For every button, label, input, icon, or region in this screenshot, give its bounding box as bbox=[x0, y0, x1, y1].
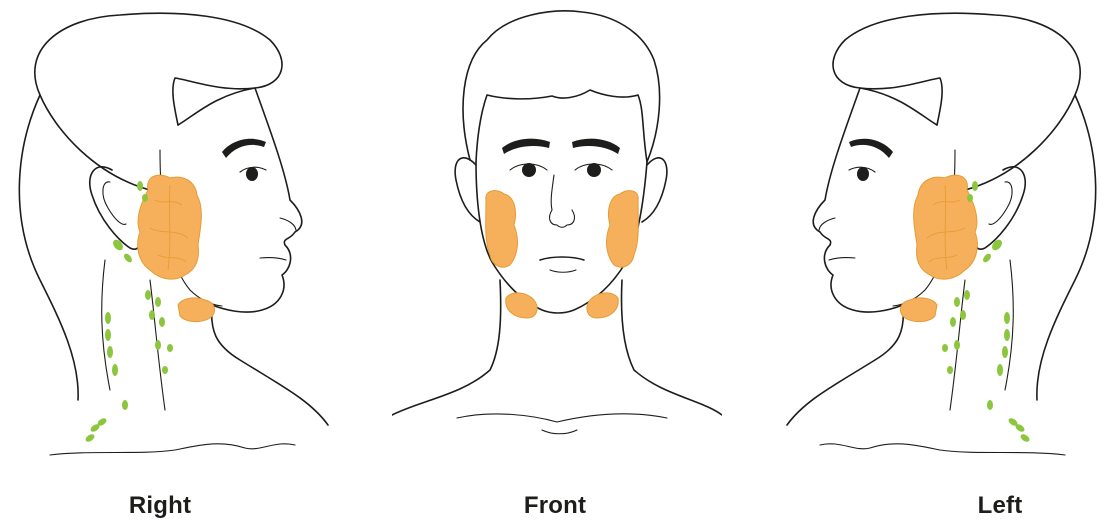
head-right-profile-icon bbox=[0, 0, 330, 470]
parotid-gland-right bbox=[607, 191, 639, 268]
nose-bridge bbox=[551, 175, 554, 210]
ear bbox=[974, 167, 1025, 249]
back-head-outline bbox=[19, 95, 78, 400]
eyebrow bbox=[222, 139, 266, 158]
ear-inner bbox=[989, 182, 1012, 225]
neck-front bbox=[787, 305, 903, 425]
eyebrow-left bbox=[502, 139, 550, 154]
hair-outline bbox=[35, 13, 282, 190]
collar-line bbox=[50, 444, 295, 455]
neck-front bbox=[212, 305, 328, 425]
neck-back-line bbox=[1005, 260, 1013, 390]
label-left: Left bbox=[940, 492, 1060, 520]
neck-left bbox=[392, 280, 501, 415]
submandibular-gland-left bbox=[506, 293, 537, 318]
eye-pupil bbox=[857, 167, 869, 181]
collar-line bbox=[457, 414, 667, 422]
eye-left-pupil bbox=[522, 163, 536, 177]
hair-outline bbox=[833, 13, 1080, 190]
label-front: Front bbox=[495, 492, 615, 520]
front-view-figure bbox=[392, 0, 722, 470]
back-head-outline bbox=[1037, 95, 1096, 400]
mouth bbox=[540, 257, 584, 260]
parotid-gland bbox=[138, 175, 202, 279]
hair-outline bbox=[463, 11, 660, 162]
eye-pupil bbox=[246, 167, 258, 181]
neck-back-line bbox=[102, 260, 110, 390]
eye-right-pupil bbox=[587, 163, 601, 177]
lips bbox=[260, 258, 286, 260]
ear-right bbox=[642, 158, 667, 222]
head-front-view-icon bbox=[392, 0, 722, 470]
ear-inner bbox=[103, 182, 126, 225]
collar-line bbox=[820, 444, 1065, 455]
right-profile-figure bbox=[0, 0, 330, 470]
eyebrow-right bbox=[572, 139, 620, 154]
eyebrow bbox=[849, 139, 893, 158]
parotid-gland-left bbox=[486, 191, 518, 268]
submandibular-gland bbox=[178, 298, 215, 322]
label-right: Right bbox=[100, 492, 220, 520]
collar-center bbox=[542, 430, 577, 434]
neck-right bbox=[622, 280, 723, 415]
ear bbox=[90, 167, 141, 249]
parotid-gland bbox=[914, 175, 978, 279]
left-profile-figure bbox=[785, 0, 1115, 470]
lips bbox=[829, 258, 855, 260]
nose bbox=[550, 210, 575, 227]
submandibular-gland-right bbox=[587, 293, 618, 318]
nose-detail bbox=[280, 218, 296, 230]
nose-detail bbox=[819, 218, 835, 230]
head-left-profile-icon bbox=[785, 0, 1115, 470]
lower-lip bbox=[550, 270, 576, 272]
submandibular-gland bbox=[900, 298, 937, 322]
